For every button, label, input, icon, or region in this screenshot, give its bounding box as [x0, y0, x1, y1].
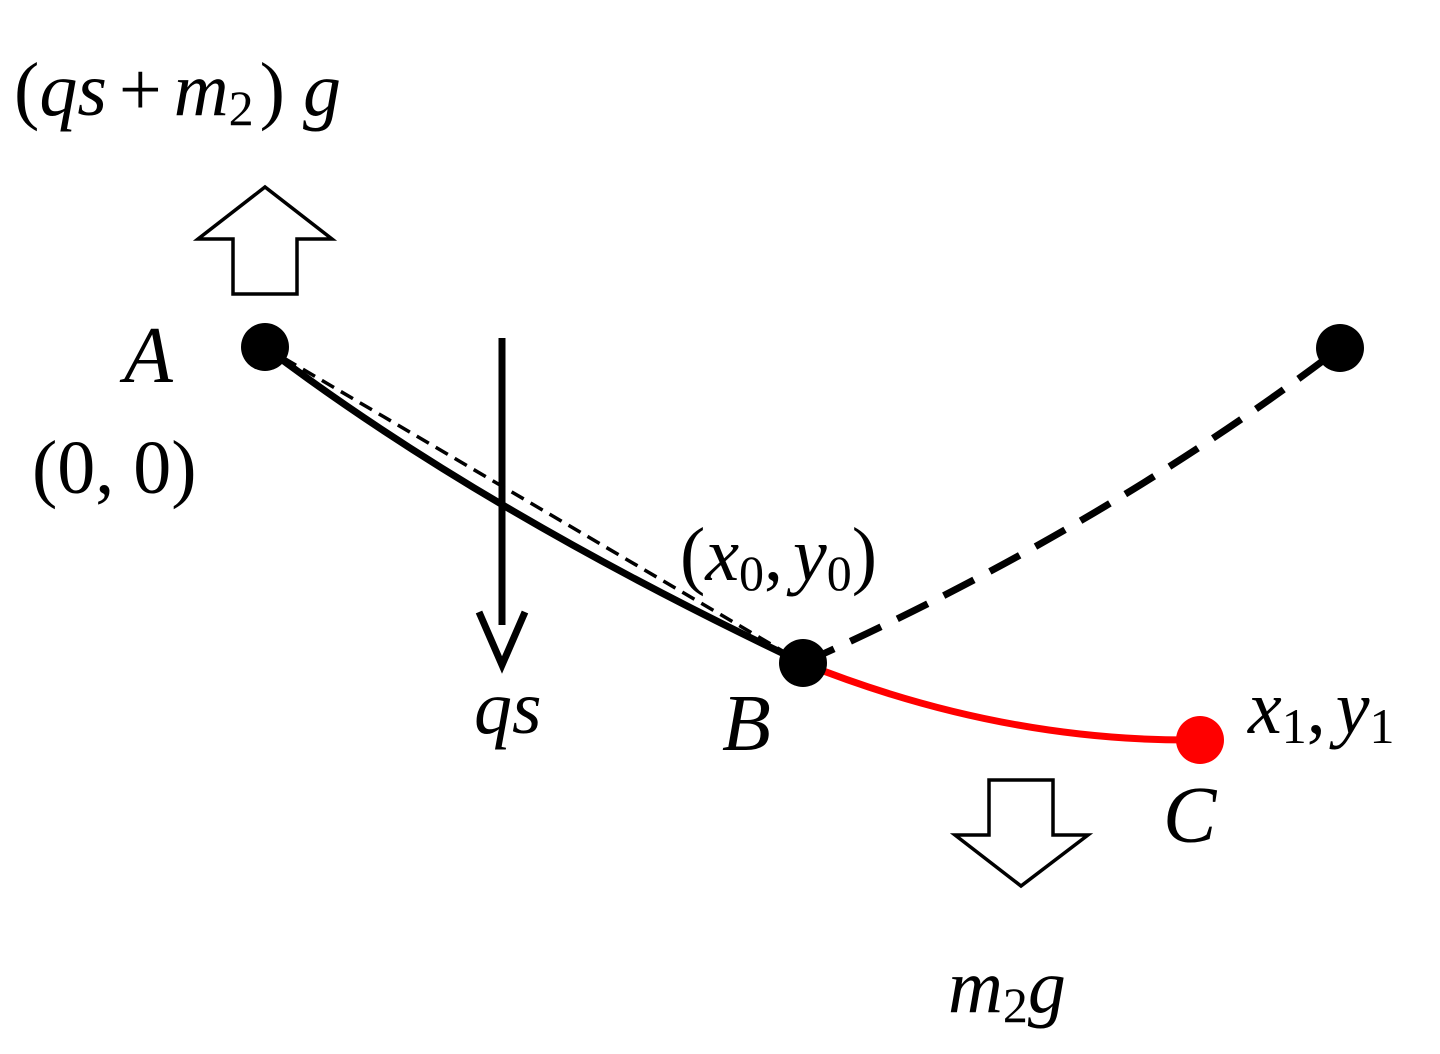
point-a-label: A [119, 312, 174, 400]
chord-line-a-b [264, 345, 804, 665]
point-c-label: C [1163, 772, 1218, 860]
point-c-marker [1176, 716, 1224, 764]
cable-segment-a-b [262, 344, 805, 667]
load-label: qs [474, 666, 542, 750]
point-a-marker [241, 323, 289, 371]
end-weight-label: m2g [948, 945, 1066, 1033]
point-b-label: B [722, 680, 771, 768]
solid-down-arrow-icon [475, 610, 529, 674]
cable-segment-b-c [801, 659, 1199, 744]
point-a-coords: (0, 0) [32, 426, 197, 510]
point-b-coords: (x0,y0) [680, 513, 877, 601]
point-b-marker [779, 639, 827, 687]
point-c-coords: x1,y1 [1247, 666, 1394, 754]
hollow-up-arrow-icon [192, 184, 338, 296]
point-end-marker [1316, 324, 1364, 372]
support-force-label: (qs+m2)g [14, 48, 341, 136]
hollow-down-arrow-icon [949, 778, 1094, 889]
cable-dashed-extension [801, 345, 1343, 667]
